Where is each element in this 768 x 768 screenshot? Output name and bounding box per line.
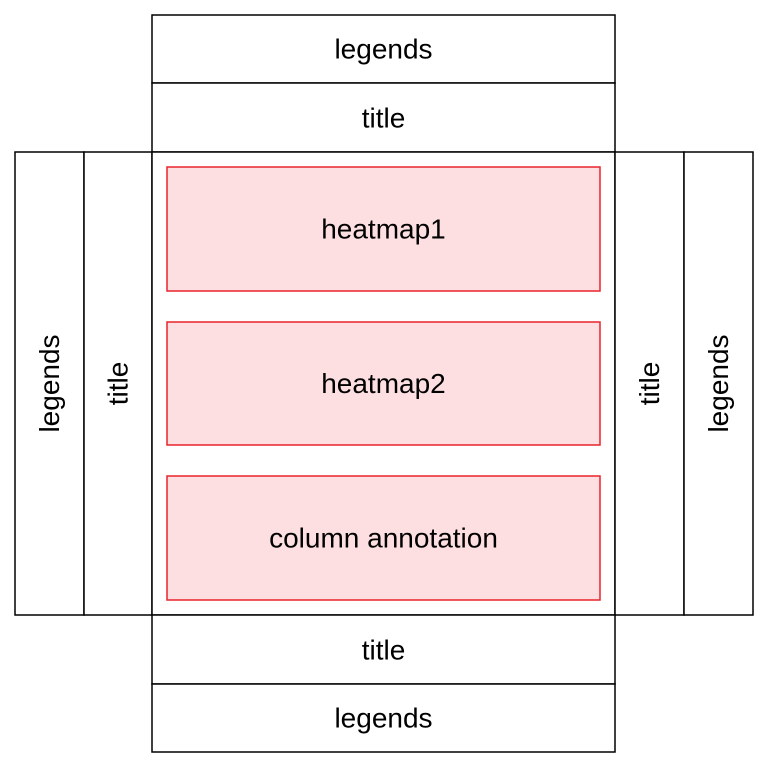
top-title-label: title bbox=[362, 103, 406, 134]
heatmap2-label: heatmap2 bbox=[321, 368, 446, 399]
bottom-legends-label: legends bbox=[334, 703, 432, 734]
bottom-title-block: title bbox=[151, 614, 616, 685]
left-legends-label: legends bbox=[34, 334, 65, 432]
bottom-legends-block: legends bbox=[151, 683, 616, 753]
heatmap-body: heatmap1 heatmap2 column annotation bbox=[151, 151, 616, 616]
heatmap1-label: heatmap1 bbox=[321, 214, 446, 245]
column-annotation-label: column annotation bbox=[269, 523, 498, 554]
right-legends-block: legends bbox=[683, 151, 754, 616]
heatmap1-block: heatmap1 bbox=[166, 166, 601, 292]
left-title-block: title bbox=[83, 151, 153, 616]
bottom-title-label: title bbox=[362, 635, 406, 666]
top-legends-label: legends bbox=[334, 34, 432, 65]
right-legends-label: legends bbox=[703, 334, 734, 432]
left-title-label: title bbox=[103, 362, 134, 406]
top-title-block: title bbox=[151, 82, 616, 153]
column-annotation-block: column annotation bbox=[166, 475, 601, 601]
top-legends-block: legends bbox=[151, 14, 616, 84]
right-title-label: title bbox=[634, 362, 665, 406]
right-title-block: title bbox=[614, 151, 685, 616]
heatmap2-block: heatmap2 bbox=[166, 321, 601, 446]
left-legends-block: legends bbox=[14, 151, 85, 616]
